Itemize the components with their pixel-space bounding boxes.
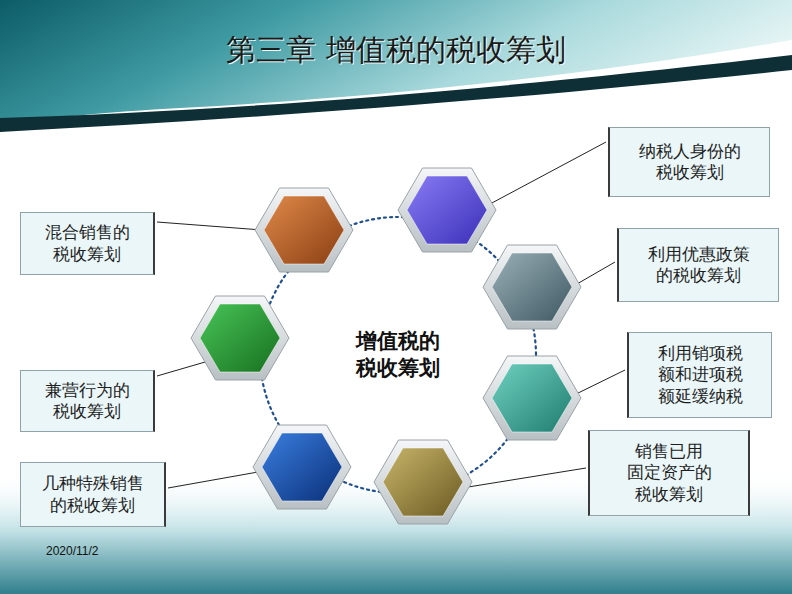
topic-box: 混合销售的 税收筹划 bbox=[20, 212, 155, 275]
topic-box: 利用优惠政策 的税收筹划 bbox=[617, 228, 779, 302]
topic-box: 利用销项税 额和进项税 额延缓纳税 bbox=[627, 332, 772, 418]
topic-label: 利用销项税 额和进项税 额延缓纳税 bbox=[658, 343, 743, 407]
topic-label: 兼营行为的 税收筹划 bbox=[45, 380, 130, 423]
hexagon-icon bbox=[255, 188, 353, 272]
topic-label: 纳税人身份的 税收筹划 bbox=[639, 141, 741, 184]
hexagon-icon bbox=[191, 296, 289, 380]
topic-label: 混合销售的 税收筹划 bbox=[45, 222, 130, 265]
topic-box: 兼营行为的 税收筹划 bbox=[20, 370, 155, 432]
hexagon-icon bbox=[398, 168, 496, 252]
hexagon-icon bbox=[374, 440, 472, 524]
topic-box: 销售已用 固定资产的 税收筹划 bbox=[588, 430, 750, 516]
slide-title: 第三章 增值税的税收筹划 bbox=[0, 30, 792, 71]
hexagon-icon bbox=[483, 356, 581, 440]
date-label: 2020/11/2 bbox=[46, 544, 99, 558]
topic-box: 纳税人身份的 税收筹划 bbox=[608, 127, 770, 197]
topic-label: 销售已用 固定资产的 税收筹划 bbox=[627, 441, 712, 505]
topic-label: 几种特殊销售 的税收筹划 bbox=[42, 473, 144, 516]
hexagon-icon bbox=[253, 425, 351, 509]
topic-box: 几种特殊销售 的税收筹划 bbox=[20, 462, 166, 527]
hub-circle: 增值税的 税收筹划 bbox=[298, 300, 498, 410]
topic-label: 利用优惠政策 的税收筹划 bbox=[648, 244, 750, 287]
hub-label: 增值税的 税收筹划 bbox=[356, 328, 440, 383]
hexagon-icon bbox=[483, 245, 581, 329]
